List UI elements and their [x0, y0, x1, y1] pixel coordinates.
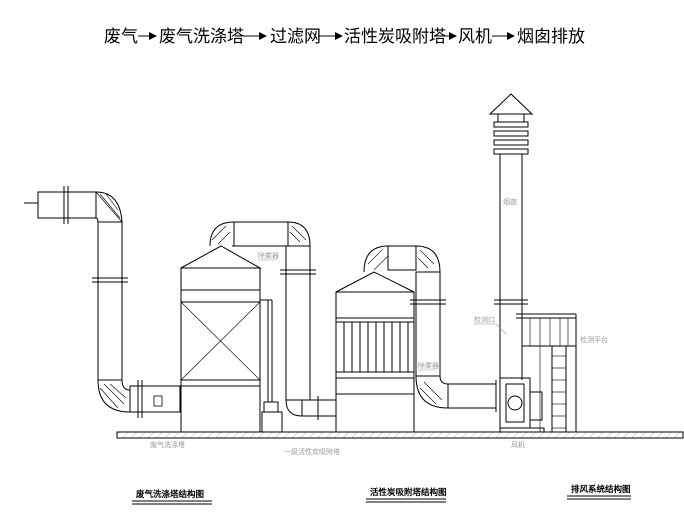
- caption-scrubber: 废气洗涤塔结构图: [136, 489, 204, 500]
- label-chimney: 烟囱: [503, 197, 517, 206]
- ground: [116, 431, 684, 439]
- label-demister-2: 除雾器: [418, 361, 439, 370]
- flow-step-carbon-tower: 活性炭吸附塔: [344, 27, 446, 47]
- fan: [499, 377, 545, 433]
- scrubber-outlet-duct: [209, 221, 337, 420]
- label-inspection-port: 检测口: [474, 315, 495, 324]
- label-demister: 除雾器: [258, 251, 279, 260]
- label-primary-carbon: 一级活性炭吸附塔: [284, 447, 340, 456]
- flow-step-scrubber: 废气洗涤塔: [159, 27, 244, 47]
- label-fan: 风机: [511, 440, 525, 449]
- captions: 废气洗涤塔结构图 活性炭吸附塔结构图 排风系统结构图: [132, 484, 631, 505]
- flow-step-chimney: 烟囱排放: [517, 27, 585, 47]
- scrubber-tower: [180, 245, 283, 433]
- caption-carbon: 活性炭吸附塔结构图: [370, 487, 447, 498]
- process-flow: 废气 废气洗涤塔 过滤网 活性炭吸附塔 风机 烟囱排放: [104, 27, 585, 47]
- flow-step-waste-gas: 废气: [104, 27, 138, 47]
- flow-step-filter: 过滤网: [270, 27, 321, 47]
- chimney: [488, 93, 534, 380]
- carbon-outlet-duct: [363, 245, 497, 412]
- label-inspection-platform: 检测平台: [580, 335, 608, 344]
- inspection-platform: [516, 313, 577, 432]
- flow-step-fan: 风机: [458, 27, 492, 47]
- annotation-labels: 除雾器 除雾器 检测口 检测平台 烟囱 废气洗涤塔 一级活性炭吸附塔 风机: [150, 197, 608, 456]
- carbon-tower: [335, 271, 415, 433]
- label-scrubber: 废气洗涤塔: [150, 440, 185, 449]
- caption-exhaust: 排风系统结构图: [571, 484, 631, 495]
- inlet-duct: [24, 186, 181, 418]
